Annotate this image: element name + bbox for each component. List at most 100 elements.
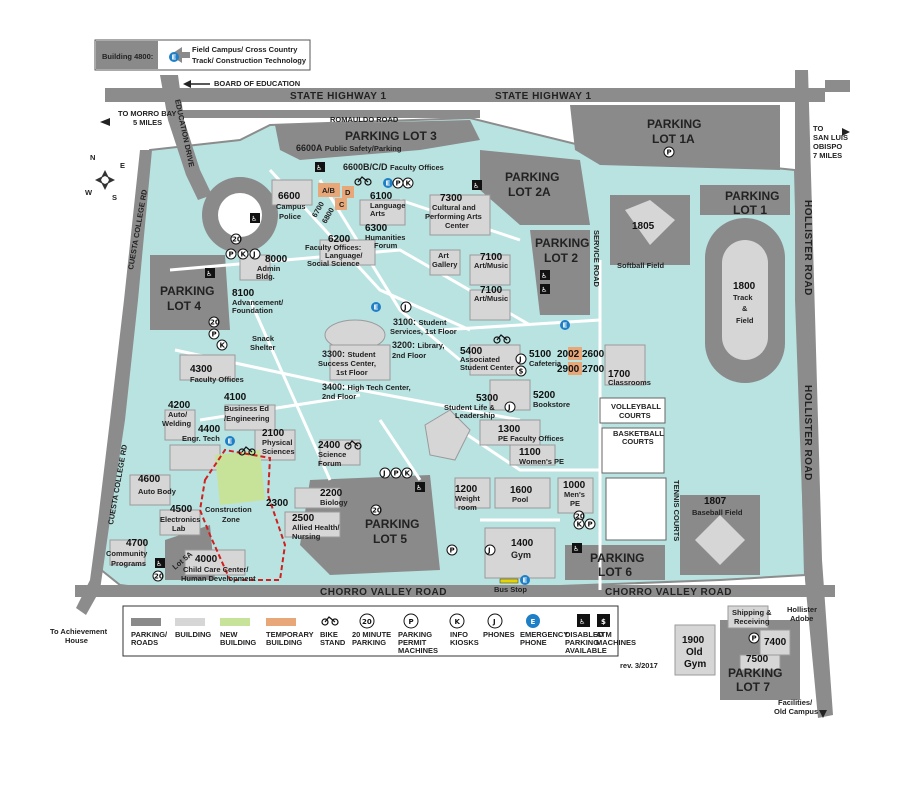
disabled-parking-icon: ♿	[540, 284, 550, 294]
hollister-road-label-2: HOLLISTER ROAD	[802, 385, 813, 481]
legend-label-permit-3: MACHINES	[398, 646, 438, 655]
building-shipping	[727, 605, 769, 629]
hollister-road	[795, 70, 833, 718]
svg-text:J: J	[507, 404, 511, 412]
svg-text:J: J	[403, 304, 407, 312]
svg-text:J: J	[252, 251, 256, 259]
label-1400-l1: Gym	[511, 550, 531, 560]
emergency-phone-icon: E	[383, 178, 393, 188]
building-2400	[319, 439, 361, 466]
parking-lot-4-label-1: PARKING	[160, 284, 214, 298]
legend-label-parking-1: PARKING/	[131, 630, 168, 639]
label-1800-l1: Track	[733, 293, 753, 302]
svg-text:E: E	[228, 438, 233, 446]
facilities-label-2: Old Campus	[774, 707, 818, 716]
svg-text:J: J	[382, 470, 386, 478]
svg-text:♿: ♿	[541, 272, 547, 280]
disabled-parking-icon: ♿	[577, 614, 590, 627]
building-2100	[254, 429, 296, 461]
chorro-valley-road	[75, 585, 835, 597]
legend-label-temp-1: TEMPORARY	[266, 630, 314, 639]
temp-building-2900	[568, 362, 582, 375]
phone-icon: J	[249, 248, 261, 260]
svg-text:♿: ♿	[416, 484, 422, 492]
softball-diamond	[625, 200, 675, 245]
label-shipping-1: Shipping &	[732, 608, 772, 617]
disabled-parking-icon: ♿	[415, 482, 425, 492]
new-building-construction	[215, 450, 265, 505]
legend-label-permit-2: PERMIT	[398, 638, 427, 647]
temporary-buildings	[318, 183, 582, 375]
parking-permit-icon: P	[748, 632, 760, 644]
legend-label-emergency-2: PHONE	[520, 638, 547, 647]
building-2200	[294, 487, 341, 509]
label-4000-num: 4000	[195, 554, 218, 565]
building-7300	[429, 194, 491, 236]
svg-text:20: 20	[372, 507, 382, 515]
state-highway-label-1: STATE HIGHWAY 1	[290, 91, 387, 102]
svg-text:♿: ♿	[316, 164, 322, 172]
phone-icon: J	[487, 613, 503, 629]
label-4200-num: 4200	[168, 400, 191, 411]
emergency-phone-icon: E	[560, 320, 570, 330]
info-kiosk-icon: K	[449, 613, 465, 629]
state-highway-1	[105, 88, 825, 102]
label-volleyball-2: COURTS	[619, 411, 651, 420]
legend-label-phones: PHONES	[483, 630, 515, 639]
label-2600: 2600	[582, 349, 605, 360]
parking-lot-2a	[480, 150, 590, 225]
svg-text:J: J	[518, 356, 522, 364]
legend-label-twenty-2: PARKING	[352, 638, 386, 647]
label-4600-l1: Auto Body	[138, 487, 177, 496]
san-luis-label-3: OBISPO	[813, 142, 842, 151]
label-2400-l1: Science	[318, 450, 346, 459]
label-1300-num: 1300	[498, 424, 521, 435]
board-arrow-head	[183, 80, 191, 88]
label-1000-l1: Men's	[564, 490, 585, 499]
label-5100-l1: Cafeteria	[529, 359, 562, 368]
label-1600-num: 1600	[510, 485, 533, 496]
building-4800-arrow	[170, 47, 190, 63]
svg-text:20: 20	[232, 236, 242, 244]
building-4800-desc-2: Track/ Construction Technology	[192, 56, 307, 65]
facilities-arrow	[819, 710, 827, 718]
swatch-temporary	[266, 618, 296, 626]
label-6200-l3: Social Science	[307, 259, 360, 268]
label-1200-l1: Weight	[455, 494, 480, 503]
parking-lot-1-label-1: PARKING	[725, 189, 779, 203]
disabled-parking-icon: ♿	[472, 180, 482, 190]
label-6300-num: 6300	[365, 223, 388, 234]
building-2500	[284, 511, 341, 538]
svg-text:P: P	[394, 470, 399, 478]
svg-text:P: P	[752, 635, 757, 643]
new-buildings	[215, 450, 265, 505]
label-1600-l1: Pool	[512, 495, 528, 504]
parking-lot-2a-label-1: PARKING	[505, 170, 559, 184]
svg-text:E: E	[374, 304, 379, 312]
label-6600-num: 6600	[278, 191, 301, 202]
label-2500-num: 2500	[292, 513, 315, 524]
label-1200-num: 1200	[455, 484, 478, 495]
morro-bay-label-1: TO MORRO BAY	[118, 109, 176, 118]
svg-text:J: J	[492, 618, 496, 626]
svg-text:♿: ♿	[156, 560, 162, 568]
swatch-parking	[131, 618, 161, 626]
baseball-diamond	[695, 515, 745, 565]
label-c: C	[339, 200, 345, 209]
label-1807-l1: Baseball Field	[692, 508, 743, 517]
label-construction-1: Construction	[205, 505, 252, 514]
svg-text:P: P	[409, 618, 414, 626]
bike-icon	[354, 176, 372, 186]
label-5400-l2: Student Center	[460, 363, 514, 372]
svg-text:P: P	[588, 521, 593, 529]
label-7100a-l1: Art/Music	[474, 261, 508, 270]
phone-icon: J	[515, 353, 527, 365]
parking-lot-5-label-2: LOT 5	[373, 532, 407, 546]
label-hollister-adobe-2: Adobe	[790, 614, 813, 623]
parking-permit-icon: P	[225, 248, 237, 260]
facilities-label-1: Facilities/	[778, 698, 813, 707]
legend-label-emergency-1: EMERGENCY	[520, 630, 568, 639]
label-snack-2: Shelter	[250, 343, 276, 352]
parking-lot-7-label-1: PARKING	[728, 666, 782, 680]
svg-text:♿: ♿	[541, 286, 547, 294]
